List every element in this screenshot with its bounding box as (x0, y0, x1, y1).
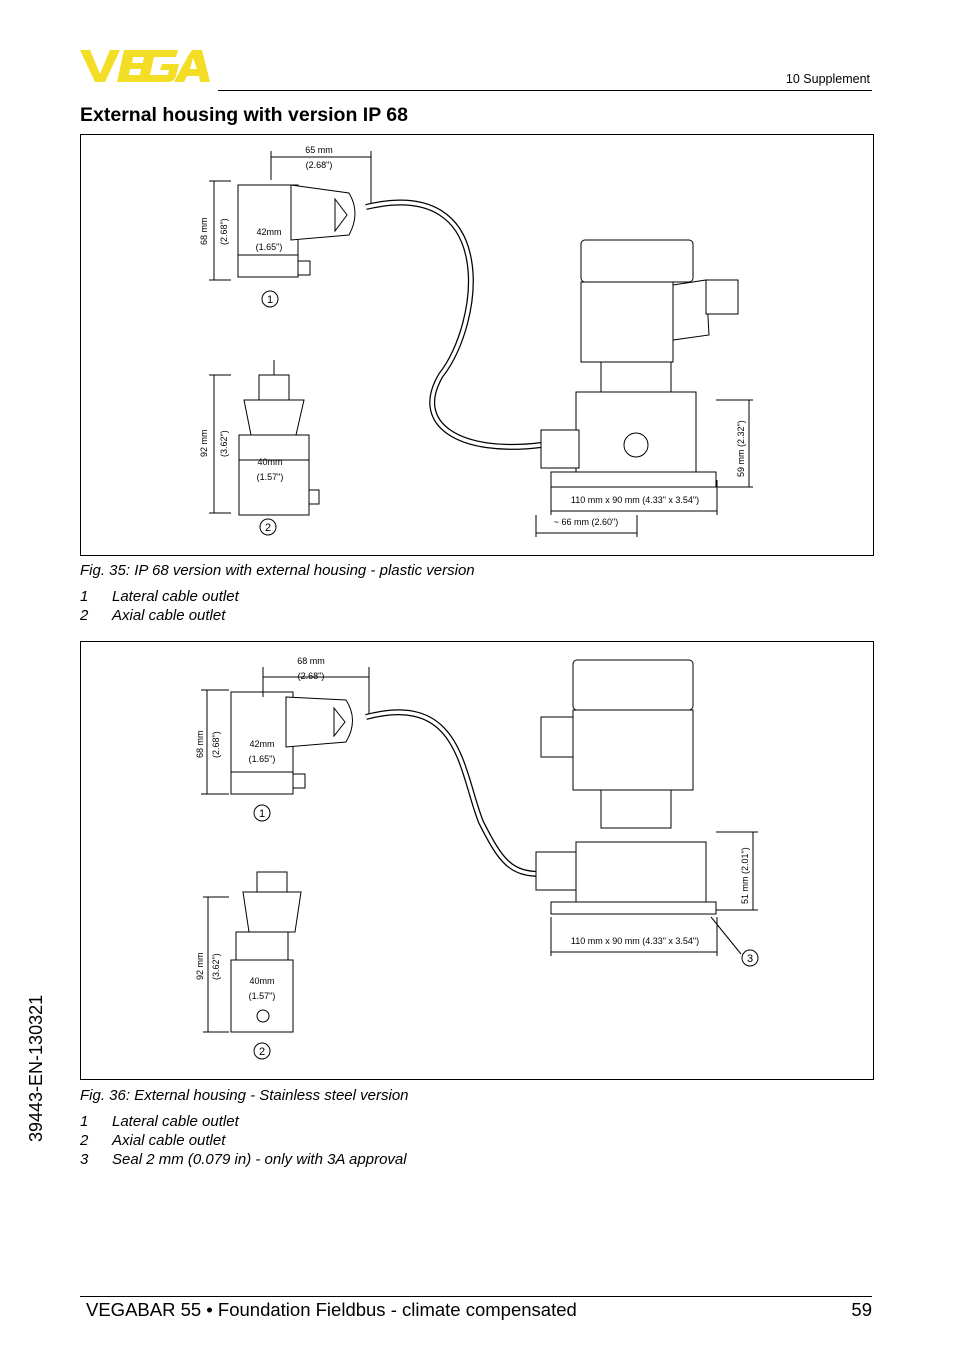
fig2-w-in: (2.68") (298, 671, 325, 681)
figure-2-drawing: 68 mm (2.68") 42mm (1.65") 1 2 3 40mm (1… (195, 656, 759, 1060)
fig1-axh-mm: 92 mm (199, 429, 209, 457)
fig2-h-mm: 68 mm (195, 730, 205, 758)
fig2-axh-in: (3.62") (211, 953, 221, 980)
footer-rule (80, 1296, 872, 1297)
fig2-marker-2: 2 (259, 1046, 265, 1058)
fig2-d-mm: 42mm (249, 739, 274, 749)
fig1-depth-dim: ~ 66 mm (2.60") (554, 517, 618, 527)
fig2-d-in: (1.65") (249, 754, 276, 764)
fig2-marker-1: 1 (259, 808, 265, 820)
fig1-marker-2: 2 (265, 522, 271, 534)
footer-text: VEGABAR 55 • Foundation Fieldbus - clima… (86, 1299, 577, 1320)
figure-1-box: 65 mm (2.68") 42mm (1.65") 1 2 40mm (1.5… (80, 134, 874, 556)
header-rule (218, 90, 872, 91)
page-number: 59 (851, 1299, 872, 1320)
figure-2-box: 68 mm (2.68") 42mm (1.65") 1 2 3 40mm (1… (80, 641, 874, 1080)
figure-1-caption: Fig. 35: IP 68 version with external hou… (80, 562, 475, 579)
fig1-w-mm: 65 mm (305, 145, 333, 155)
fig1-d-mm: 42mm (256, 227, 281, 237)
fig1-base-dim: 110 mm x 90 mm (4.33" x 3.54") (571, 495, 699, 505)
fig2-marker-3: 3 (747, 953, 753, 965)
fig1-axh-in: (3.62") (219, 430, 229, 457)
fig2-axh-mm: 92 mm (195, 952, 205, 980)
fig1-axd-mm: 40mm (257, 457, 282, 467)
fig2-axd-in: (1.57") (249, 991, 276, 1001)
section-label: 10 Supplement (785, 72, 870, 86)
fig2-axd-mm: 40mm (249, 976, 274, 986)
figure-2-caption: Fig. 36: External housing - Stainless st… (80, 1087, 409, 1104)
fig1-axd-in: (1.57") (257, 472, 284, 482)
fig1-h-in: (2.68") (219, 218, 229, 245)
figure-1-drawing: 65 mm (2.68") 42mm (1.65") 1 2 40mm (1.5… (199, 145, 753, 537)
fig1-w-in: (2.68") (306, 160, 333, 170)
fig2-height-dim: 51 mm (2.01") (740, 847, 750, 904)
fig2-h-in: (2.68") (211, 731, 221, 758)
fig2-base-dim: 110 mm x 90 mm (4.33" x 3.54") (571, 936, 699, 946)
fig1-height-dim: 59 mm (2.32") (736, 420, 746, 477)
fig2-w-mm: 68 mm (297, 656, 325, 666)
fig1-h-mm: 68 mm (199, 217, 209, 245)
vega-logo (80, 48, 212, 89)
page-title: External housing with version IP 68 (80, 104, 408, 126)
document-id: 39443-EN-130321 (26, 994, 46, 1142)
fig1-d-in: (1.65") (256, 242, 283, 252)
fig1-marker-1: 1 (267, 294, 273, 306)
